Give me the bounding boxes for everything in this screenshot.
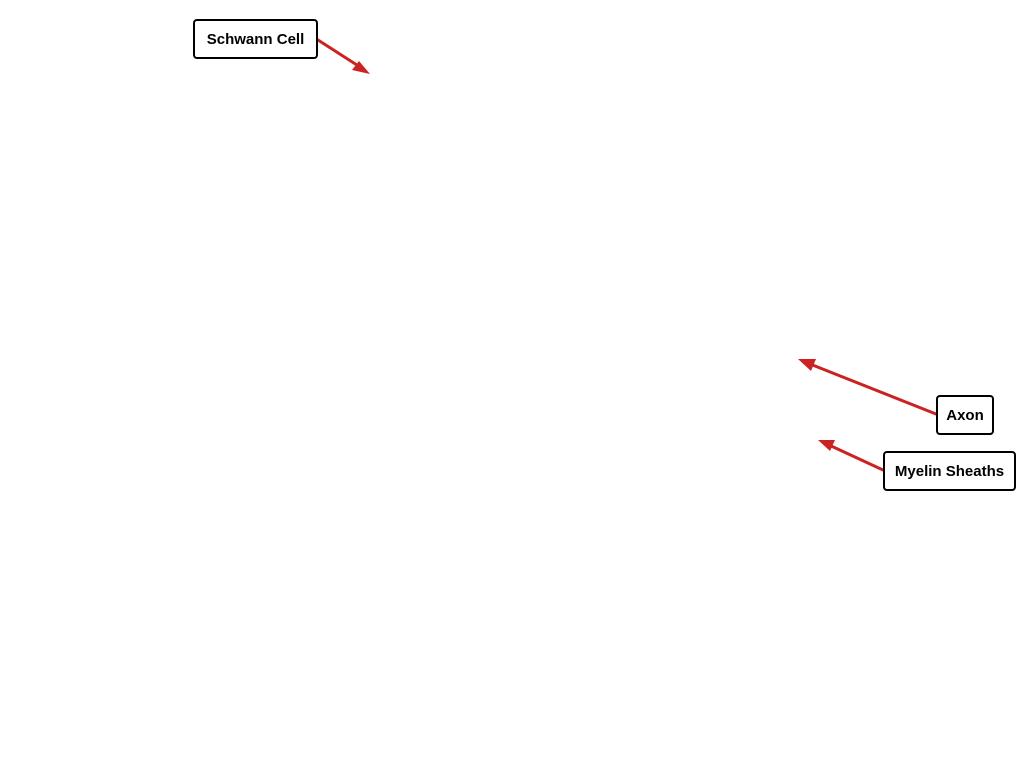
label-axon: Axon xyxy=(936,395,994,435)
schwann-cell-arrow xyxy=(316,38,370,74)
myelin-sheaths-arrow xyxy=(818,440,885,472)
label-schwann-cell: Schwann Cell xyxy=(193,19,318,59)
label-myelin-sheaths: Myelin Sheaths xyxy=(883,451,1016,491)
axon-arrow xyxy=(798,359,938,416)
